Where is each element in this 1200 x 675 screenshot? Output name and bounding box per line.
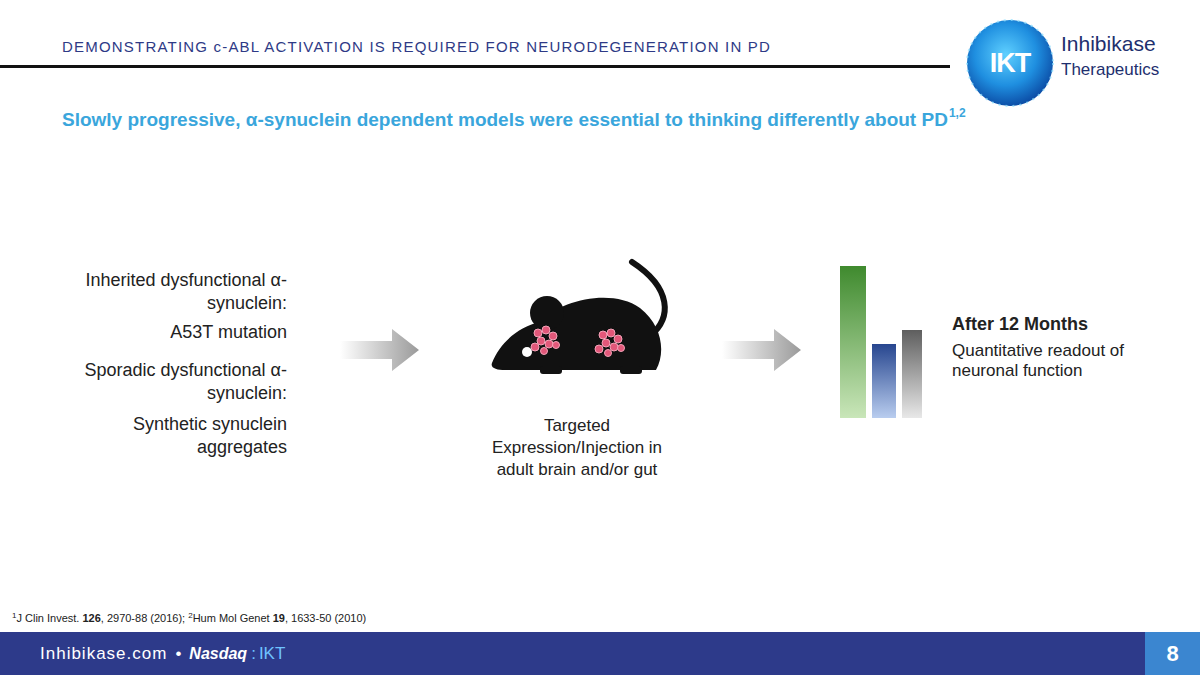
- website: Inhibikase.com: [40, 644, 167, 664]
- sub-group: Slowly progressive, α-synuclein dependen…: [62, 106, 1062, 131]
- bar-green: [840, 266, 866, 418]
- bar-blue: [872, 344, 896, 418]
- model-heading: Inherited dysfunctional α-synuclein:: [72, 269, 287, 316]
- citation: , 1633-50 (2010): [285, 612, 366, 624]
- logo-mark: IKT: [975, 48, 1045, 79]
- logo-ring: [967, 20, 1053, 106]
- slide-title: DEMONSTRATING c-ABL ACTIVATION IS REQUIR…: [62, 38, 962, 55]
- header-rule: [0, 65, 950, 68]
- flow-arrow: [722, 329, 801, 371]
- readout-heading: After 12 Months: [952, 314, 1152, 335]
- flow-arrow: [340, 329, 419, 371]
- model-detail: A53T mutation: [72, 322, 287, 343]
- page-number-box: [1145, 632, 1200, 675]
- page-number: 8: [1148, 641, 1197, 667]
- citation: Hum Mol Genet: [193, 612, 270, 624]
- model-detail: Synthetic synuclein aggregates: [72, 413, 287, 460]
- ticker: IKT: [259, 644, 285, 664]
- citation: , 2970-88 (2016);: [101, 612, 185, 624]
- citation: J Clin Invest.: [16, 612, 79, 624]
- logo-circle: [967, 20, 1053, 106]
- citation-volume: 126: [82, 612, 100, 624]
- bar-group: Inhibikase.com • Nasdaq:IKT: [40, 642, 440, 666]
- separator: :: [251, 644, 256, 664]
- logo-name: Inhibikase: [1061, 32, 1197, 56]
- superscript: 1,2: [949, 106, 966, 120]
- foot-group: 1J Clin Invest.126, 2970-88 (2016);2Hum …: [12, 611, 712, 624]
- subtitle: Slowly progressive, α-synuclein dependen…: [62, 109, 948, 131]
- footnote-mark: 1: [12, 611, 16, 620]
- exchange-name: Nasdaq: [189, 645, 247, 663]
- mouse-illustration: [492, 262, 665, 374]
- bar-gray: [902, 330, 922, 418]
- method-text: Targeted Expression/Injection in adult b…: [472, 415, 682, 481]
- readout-text: Quantitative readout of neuronal functio…: [952, 341, 1152, 382]
- footer-band: [0, 632, 1200, 675]
- model-heading: Sporadic dysfunctional α-synuclein:: [72, 359, 287, 406]
- separator: •: [175, 644, 181, 664]
- footnote-mark: 2: [188, 611, 192, 620]
- logo-subname: Therapeutics: [1061, 60, 1197, 80]
- citation-volume: 19: [273, 612, 285, 624]
